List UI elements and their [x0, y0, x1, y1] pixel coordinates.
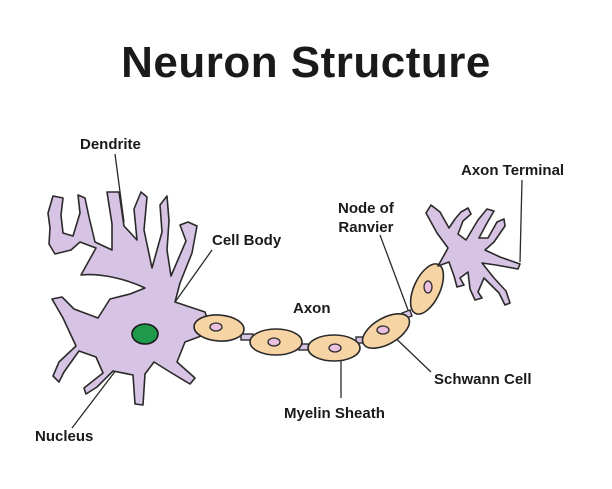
schwann-nuclei [209, 280, 433, 353]
label-myelin-sheath: Myelin Sheath [284, 405, 385, 422]
label-node-of-ranvier-line1: Node of [338, 200, 394, 217]
label-node-of-ranvier-line2: Ranvier [338, 219, 394, 236]
label-node-of-ranvier: Node of Ranvier [338, 199, 394, 237]
diagram-title: Neuron Structure [121, 38, 491, 87]
axon-terminal-leader [519, 179, 523, 263]
axon-terminal [425, 204, 521, 306]
node-leader [379, 234, 409, 311]
nucleus [131, 323, 159, 345]
label-dendrite: Dendrite [80, 136, 141, 153]
label-axon-terminal: Axon Terminal [461, 162, 565, 179]
cell-body [47, 191, 213, 406]
label-cell-body: Cell Body [212, 232, 282, 249]
label-axon: Axon [293, 300, 331, 317]
label-nucleus: Nucleus [35, 428, 94, 445]
label-schwann-cell: Schwann Cell [434, 371, 532, 388]
